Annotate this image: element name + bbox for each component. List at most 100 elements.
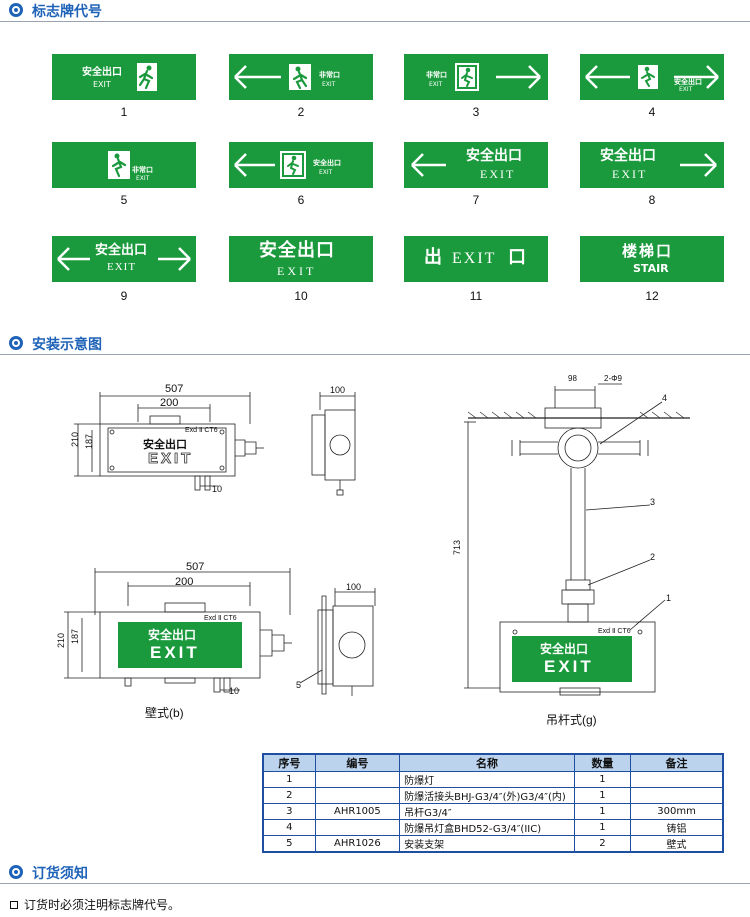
sign-cn: 非常口: [319, 71, 340, 79]
arrow-left-icon: [234, 153, 275, 177]
section-title: 安装示意图: [32, 337, 102, 353]
dim-label: 98: [568, 374, 577, 383]
front-view-top: [74, 392, 264, 491]
sign-8: 安全出口 EXIT: [580, 142, 724, 188]
bullet-circle-icon: [9, 3, 23, 17]
sign-cn: 安全出口: [95, 243, 148, 258]
column-header: 序号: [262, 753, 316, 772]
panel-en: EXIT: [544, 657, 594, 676]
arrow-left-icon: [585, 65, 630, 89]
dim-label: 100: [330, 385, 346, 395]
sign-11: 出 EXIT 口: [404, 236, 548, 282]
sign-en: EXIT: [136, 175, 150, 182]
callout-5: 5: [296, 680, 302, 690]
sign-en: EXIT: [452, 250, 497, 267]
sign-7: 安全出口 EXIT: [404, 142, 548, 188]
dim-label: 507: [165, 383, 184, 395]
bullet-circle-icon: [9, 336, 23, 350]
sign-cn: 安全出口: [466, 148, 522, 164]
column-header: 名称: [399, 753, 575, 772]
sign-cn: 非常口: [132, 166, 153, 174]
sign-en: STAIR: [633, 262, 669, 275]
sign-number: 5: [120, 193, 128, 207]
sign-en: EXIT: [107, 261, 137, 273]
sign-en: EXIT: [322, 81, 336, 88]
column-header: 数量: [573, 753, 632, 772]
sign-number: 2: [297, 105, 305, 119]
column-header: 编号: [314, 753, 401, 772]
sign-en: EXIT: [612, 167, 648, 181]
dim-label: 210: [56, 632, 66, 648]
parts-table: 序号 编号 名称 数量 备注 1 防爆灯 1 2 防爆活接头BHJ-G3/4″(…: [262, 753, 724, 853]
sign-5: 非常口 EXIT: [52, 142, 196, 188]
sign-cn: 楼梯口: [622, 242, 674, 260]
sign-cn: 非常口: [426, 71, 447, 79]
divider: [0, 883, 750, 884]
sign-1: 安全出口 EXIT: [52, 54, 196, 100]
dim-label: 200: [175, 576, 194, 588]
exd-mark: Exd Ⅱ CT6: [598, 628, 631, 635]
order-note-text: 订货时必须注明标志牌代号。: [24, 898, 181, 912]
dim-label: 507: [186, 561, 205, 573]
table-header-row: 序号 编号 名称 数量 备注: [262, 753, 724, 772]
sign-en: EXIT: [429, 81, 443, 88]
sign-cn: 安全出口: [259, 240, 335, 261]
sign-cn: 安全出口: [82, 67, 122, 78]
divider: [0, 21, 750, 22]
sign-en: EXIT: [277, 264, 317, 278]
section-header-install: 安装示意图: [0, 333, 750, 355]
sign-number: 1: [120, 105, 128, 119]
exd-mark: Exd Ⅱ CT6: [204, 615, 237, 622]
dim-label: 187: [84, 433, 94, 449]
dim-label: 210: [70, 431, 80, 447]
table-row: 1 防爆灯 1: [262, 771, 724, 788]
panel-cn: 安全出口: [148, 628, 197, 642]
sign-2: 非常口 EXIT: [229, 54, 373, 100]
sign-number: 8: [648, 193, 656, 207]
front-view-wall: [64, 568, 292, 693]
panel-cn-outline: 安全出口: [143, 439, 187, 451]
arrow-right-icon: [496, 65, 541, 89]
arrow-left-icon: [57, 247, 90, 271]
dim-label: 200: [160, 397, 179, 409]
arrow-left-icon: [234, 65, 281, 89]
caption-pendant: 吊杆式(g): [546, 713, 597, 727]
sign-number: 9: [120, 289, 128, 303]
sign-9: 安全出口 EXIT: [52, 236, 196, 282]
running-man-door-icon: [280, 151, 306, 179]
sign-cn-2: 口: [508, 247, 526, 268]
sign-number: 12: [645, 289, 659, 303]
pendant-view: [464, 383, 690, 696]
callout-3: 3: [650, 497, 656, 507]
sign-en: EXIT: [480, 167, 516, 181]
divider: [0, 354, 750, 355]
side-view-wall: [299, 588, 376, 696]
running-man-door-icon: [289, 64, 311, 90]
order-note: 订货时必须注明标志牌代号。: [10, 896, 180, 913]
sign-cn: 安全出口: [674, 78, 702, 86]
callout-1: 1: [666, 593, 672, 603]
section-title: 订货须知: [32, 866, 88, 882]
sign-cn: 出: [424, 247, 442, 268]
sign-4: 安全出口 EXIT: [580, 54, 724, 100]
installation-drawing: [64, 383, 690, 696]
section-title: 标志牌代号: [32, 4, 102, 20]
sign-number: 11: [469, 289, 483, 303]
dim-label: 187: [70, 628, 80, 644]
arrow-right-icon: [158, 247, 191, 271]
sign-number: 4: [648, 105, 656, 119]
side-view-top: [311, 392, 356, 496]
sign-en: EXIT: [93, 80, 111, 89]
dim-label: 2-Φ9: [604, 374, 622, 383]
sign-cn: 安全出口: [313, 159, 341, 167]
caption-wall: 壁式(b): [145, 706, 184, 720]
panel-en: EXIT: [150, 643, 200, 662]
sign-number: 10: [294, 289, 308, 303]
table-row: 4 防爆吊灯盒BHD52-G3/4″(IIC) 1 铸铝: [262, 819, 724, 836]
table-row: 2 防爆活接头BHJ-G3/4″(外)G3/4″(内) 1: [262, 787, 724, 804]
sign-number: 7: [472, 193, 480, 207]
dim-label: 713: [452, 539, 462, 555]
running-man-door-icon: [455, 63, 479, 91]
table-row: 3 AHR1005 吊杆G3/4″ 1 300mm: [262, 803, 724, 820]
exd-mark: Exd Ⅱ CT6: [185, 427, 218, 434]
